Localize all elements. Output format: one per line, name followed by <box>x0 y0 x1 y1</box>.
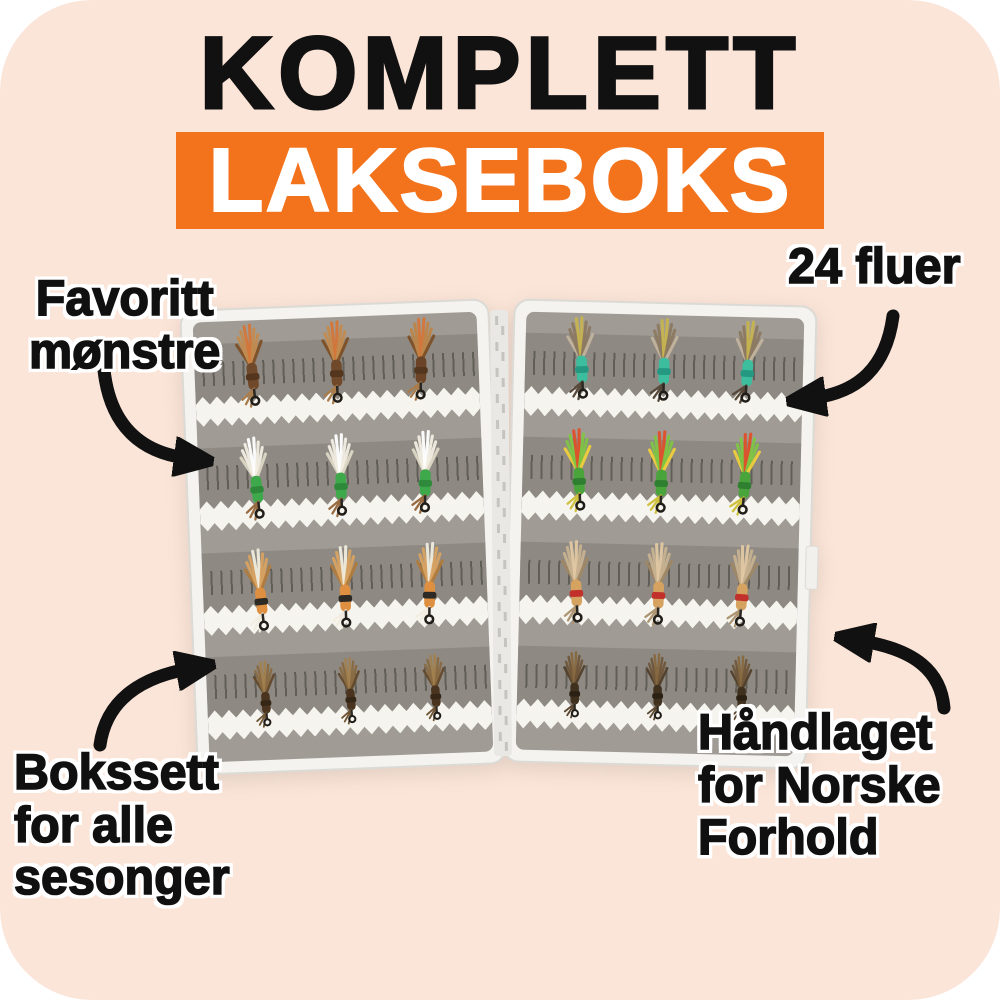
callout-flies-count: 24 fluer <box>787 238 961 294</box>
box-set-line3: sesonger <box>13 849 230 905</box>
fly-icon <box>565 316 594 401</box>
banner-label: LAKSEBOKS <box>207 130 792 231</box>
arrow-up-left-icon <box>862 641 951 715</box>
fly-icon <box>321 320 350 405</box>
fly-icon <box>560 540 589 625</box>
fly-icon <box>239 436 268 521</box>
fly-box-left-half <box>179 298 507 776</box>
flies-right <box>515 307 806 762</box>
fly-row <box>520 419 803 538</box>
fly-row <box>200 532 490 655</box>
arrow-down-right-icon <box>97 363 186 458</box>
fly-row <box>204 644 494 767</box>
box-set-line2: for alle <box>13 796 174 853</box>
fly-icon <box>337 657 360 725</box>
fly-icon <box>235 323 263 408</box>
fly-icon <box>649 318 679 403</box>
favorite-line2: mønstre <box>28 322 221 379</box>
fly-row <box>523 307 806 426</box>
fly-icon <box>330 545 358 630</box>
fly-icon <box>243 548 272 633</box>
fly-row <box>191 307 481 430</box>
handmade-line1: Håndlaget <box>697 704 933 760</box>
fly-box-right-half <box>502 298 819 770</box>
fly-icon <box>728 432 761 516</box>
fly-icon <box>562 651 585 719</box>
banner: LAKSEBOKS <box>176 132 824 229</box>
fly-icon <box>252 660 275 728</box>
favorite-line1: Favoritt <box>35 270 214 326</box>
fly-icon <box>406 317 436 401</box>
fly-icon <box>422 653 445 722</box>
fly-row <box>517 531 800 650</box>
fly-icon <box>729 655 752 723</box>
fly-box-hinge <box>490 309 512 757</box>
fly-row <box>196 419 486 542</box>
box-latch <box>804 545 819 590</box>
fly-box-photo <box>179 296 826 776</box>
callout-favorite-patterns: Favoritt mønstre <box>18 270 231 379</box>
fly-icon <box>725 544 758 628</box>
fly-icon <box>563 428 591 513</box>
fly-icon <box>411 429 440 514</box>
fly-icon <box>731 320 764 404</box>
fly-row <box>515 643 798 762</box>
fly-icon <box>646 653 669 721</box>
fly-icon <box>647 430 676 514</box>
flies-left <box>191 307 494 768</box>
handmade-line3: Forhold <box>697 809 879 865</box>
callout-handmade: Håndlaget for Norske Forhold <box>697 704 941 865</box>
box-set-line1: Bokssett <box>13 744 219 800</box>
fly-icon <box>415 542 444 627</box>
callout-box-set: Bokssett for alle sesonger <box>13 744 230 905</box>
fly-icon <box>325 432 354 517</box>
page-title: KOMPLETT <box>198 16 801 130</box>
handmade-line2: for Norske <box>697 756 941 813</box>
flies-count-label: 24 fluer <box>787 238 961 294</box>
fly-icon <box>644 542 674 626</box>
arrow-up-right-icon <box>93 669 188 752</box>
